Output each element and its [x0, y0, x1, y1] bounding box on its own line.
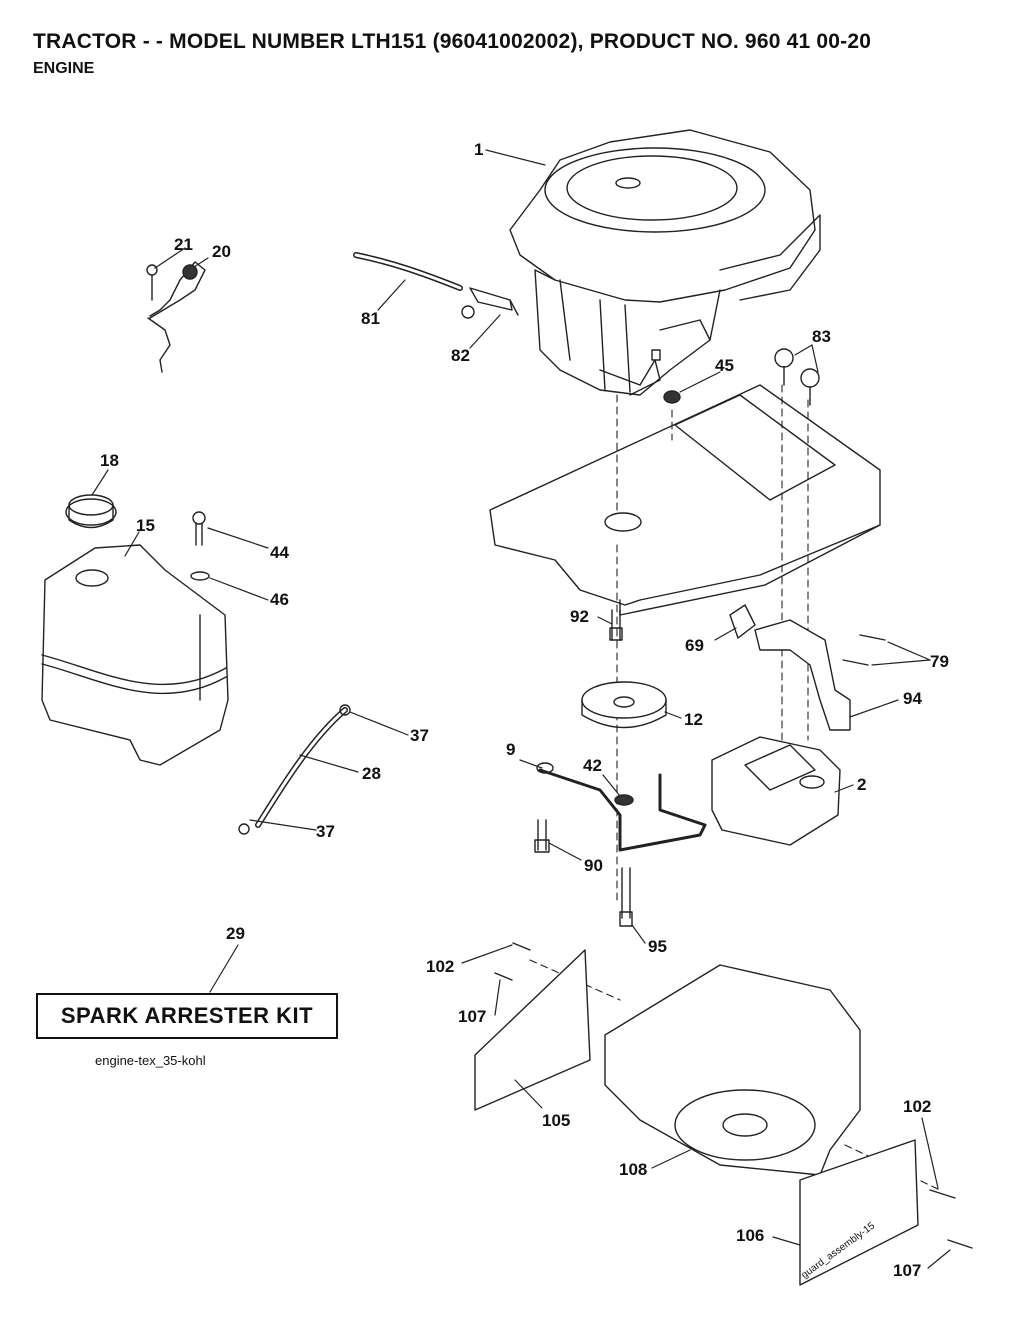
page-title: TRACTOR - - MODEL NUMBER LTH151 (9604100…	[33, 30, 872, 53]
pulley-12	[581, 681, 667, 729]
callout-82: 82	[451, 346, 470, 365]
guard-plate-106	[799, 1139, 919, 1286]
callout-94: 94	[903, 689, 922, 708]
callout-2: 2	[857, 775, 867, 794]
callout-107-upper: 107	[458, 1007, 487, 1026]
callout-81: 81	[361, 309, 380, 328]
callout-20: 20	[212, 242, 231, 261]
screw-44	[192, 511, 206, 546]
bolt-90	[534, 819, 550, 853]
callout-106: 106	[736, 1226, 765, 1245]
tractor-chassis-frame	[489, 384, 881, 616]
callout-37-upper: 37	[410, 726, 429, 745]
guard-plate-105	[474, 949, 591, 1111]
fuel-cap-18	[65, 494, 117, 529]
callout-90: 90	[584, 856, 603, 875]
bolt-95	[619, 867, 633, 927]
callout-69: 69	[685, 636, 704, 655]
callout-15: 15	[136, 516, 155, 535]
callout-9: 9	[506, 740, 516, 759]
bolt-83	[774, 348, 820, 406]
callout-21: 21	[174, 235, 193, 254]
callout-44: 44	[270, 543, 289, 562]
callout-92: 92	[570, 607, 589, 626]
callout-42: 42	[583, 756, 602, 775]
muffler-2	[711, 736, 841, 846]
callout-28: 28	[362, 764, 381, 783]
spark-arrester-kit-label: SPARK ARRESTER KIT	[60, 1003, 314, 1028]
bolts-79	[842, 634, 886, 666]
callout-29: 29	[226, 924, 245, 943]
spark-arrester-kit-box: SPARK ARRESTER KIT	[36, 993, 338, 1039]
engine-part	[509, 129, 821, 396]
callout-45: 45	[715, 356, 734, 375]
callout-107-lower: 107	[893, 1261, 922, 1280]
callout-83: 83	[812, 327, 831, 346]
callout-1: 1	[474, 140, 484, 159]
section-subtitle: ENGINE	[33, 60, 95, 77]
callout-12: 12	[684, 710, 703, 729]
fuel-tank-15	[41, 544, 229, 766]
throttle-bracket-20	[147, 261, 206, 373]
drawing-file-label: engine-tex_35-kohl	[95, 1053, 206, 1068]
fuel-line-28	[238, 704, 351, 835]
callout-37-lower: 37	[316, 822, 335, 841]
bracket-9	[536, 762, 707, 852]
callout-105: 105	[542, 1111, 571, 1130]
washer-46	[190, 571, 210, 581]
guard-housing-108	[604, 964, 861, 1176]
fuel-fitting-82	[461, 287, 519, 319]
screw-21	[146, 264, 158, 301]
callout-79: 79	[930, 652, 949, 671]
callout-102-upper: 102	[426, 957, 455, 976]
leader-lines	[91, 149, 951, 1269]
bolt-92	[609, 609, 623, 641]
callout-102-lower: 102	[903, 1097, 932, 1116]
callout-95: 95	[648, 937, 667, 956]
callout-18: 18	[100, 451, 119, 470]
fuel-line-81	[353, 252, 463, 291]
exhaust-gasket-69	[729, 604, 756, 639]
exhaust-pipe-94	[754, 619, 851, 731]
nut-45	[663, 390, 681, 404]
washer-42	[614, 794, 634, 806]
bolts-102-107	[494, 942, 973, 1249]
callout-108: 108	[619, 1160, 648, 1179]
callout-46: 46	[270, 590, 289, 609]
